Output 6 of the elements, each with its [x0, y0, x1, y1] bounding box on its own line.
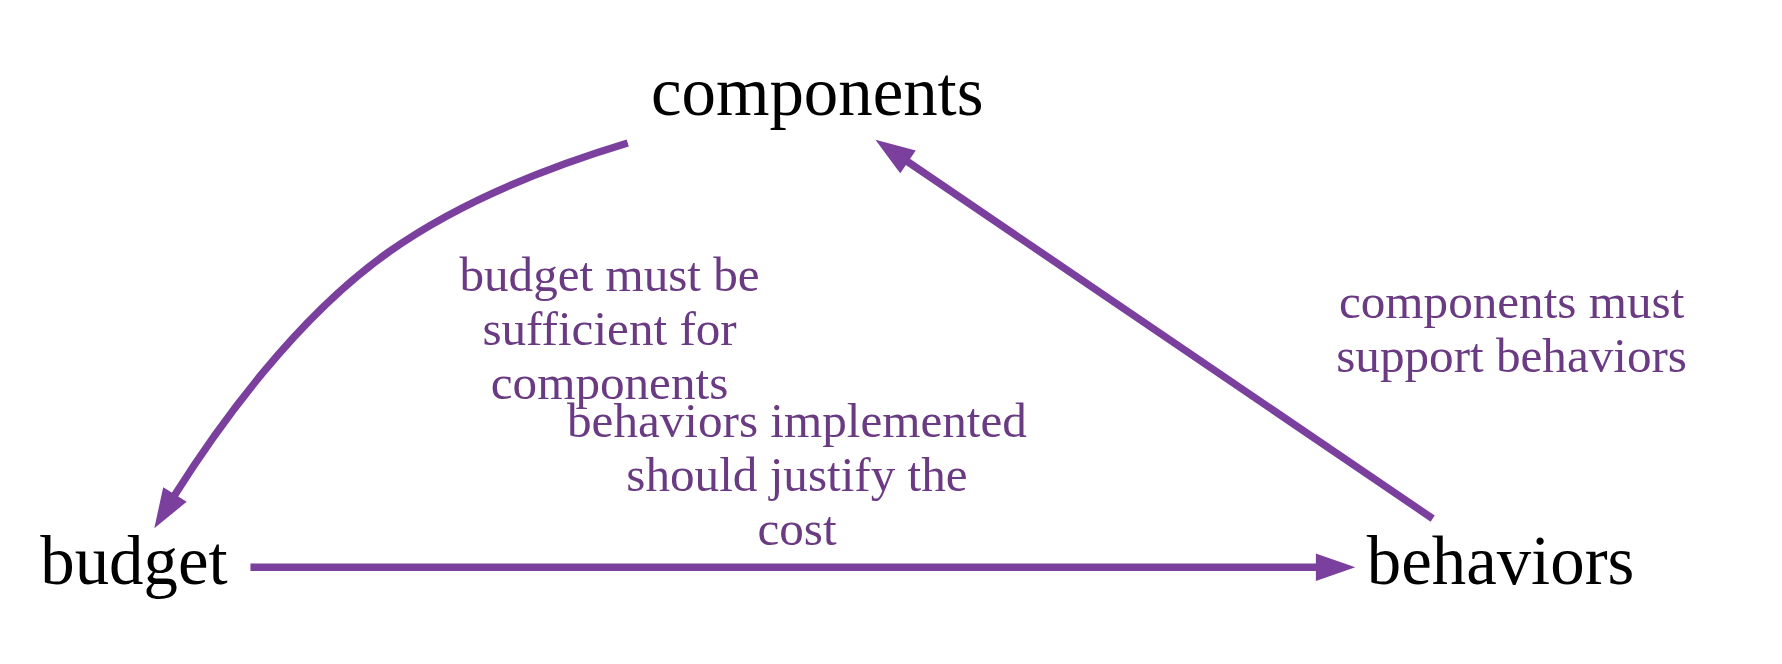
arrow — [154, 138, 629, 528]
node-text: behaviors — [1366, 522, 1635, 599]
node-text: components — [650, 53, 984, 130]
node-text: budget — [40, 522, 228, 599]
edge-label: components must support behaviors — [1336, 273, 1688, 383]
arrow — [875, 139, 1435, 522]
